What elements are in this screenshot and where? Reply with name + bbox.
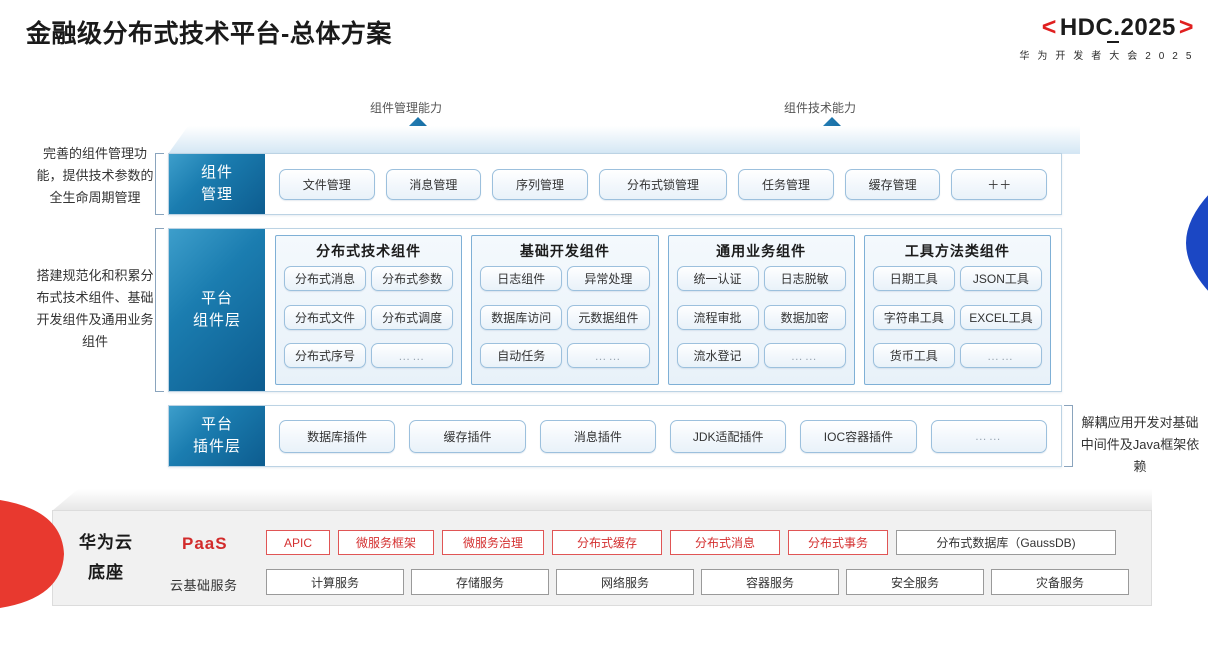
chip-component-management-2[interactable]: 序列管理: [492, 168, 588, 200]
chip-component-management-5[interactable]: 缓存管理: [844, 168, 941, 200]
layer-header-line2: 插件层: [192, 438, 241, 455]
layer-header-line2: 管理: [200, 186, 233, 203]
chip-component-management-4[interactable]: 任务管理: [738, 168, 834, 200]
side-note-left-1: 完善的组件管理功能，提供技术参数的全生命周期管理: [36, 146, 154, 205]
chip-group3-1[interactable]: JSON工具: [959, 266, 1042, 291]
cloud-service-security[interactable]: 安全服务: [846, 569, 984, 595]
chip-group1-1[interactable]: 异常处理: [567, 266, 650, 291]
logo-bracket-left-icon: <: [1041, 13, 1057, 41]
chip-group0-3[interactable]: 分布式调度: [371, 304, 454, 330]
chip-group3-3[interactable]: EXCEL工具: [959, 304, 1042, 330]
chip-group1-2[interactable]: 数据库访问: [480, 304, 563, 330]
cloud-base-title: 华为云 底座: [60, 528, 152, 588]
group-common-business: 通用业务组件 统一认证 日志脱敏 流程审批 数据加密 流水登记 ……: [667, 235, 855, 385]
brace-left-1: [155, 153, 164, 215]
side-note-left-2: 搭建规范化和积累分布式技术组件、基础开发组件及通用业务组件: [36, 268, 154, 349]
chip-plugin-5[interactable]: ……: [930, 419, 1047, 453]
cloud-service-disaster-recovery[interactable]: 灾备服务: [991, 569, 1129, 595]
chip-group2-0[interactable]: 统一认证: [676, 266, 759, 291]
chip-group2-2[interactable]: 流程审批: [676, 304, 759, 330]
layer-header-line1: 组件: [200, 164, 233, 181]
chip-component-management-3[interactable]: 分布式锁管理: [598, 168, 728, 200]
capability-label-technology: 组件技术能力: [784, 101, 857, 115]
cloud-service-label: 云基础服务: [170, 578, 238, 593]
chip-plugin-1[interactable]: 缓存插件: [409, 419, 526, 453]
chip-group0-0[interactable]: 分布式消息: [284, 266, 367, 291]
layer-body-platform-component: 分布式技术组件 分布式消息 分布式参数 分布式文件 分布式调度 分布式序号 ………: [265, 229, 1061, 391]
layer-header-component-management: 组件 管理: [169, 154, 265, 214]
group-title: 工具方法类组件: [904, 243, 1010, 259]
chip-group0-4[interactable]: 分布式序号: [284, 343, 367, 369]
group-tool-methods: 工具方法类组件 日期工具 JSON工具 字符串工具 EXCEL工具 货币工具 ……: [863, 235, 1051, 385]
blue-crescent-decoration: [1186, 195, 1208, 291]
cloud-base-title-line2: 底座: [88, 563, 124, 582]
group-title: 分布式技术组件: [316, 243, 422, 259]
chip-group2-5[interactable]: ……: [763, 343, 846, 369]
layer-header-platform-component: 平台 组件层: [169, 229, 265, 391]
chip-group0-1[interactable]: 分布式参数: [371, 266, 454, 291]
chip-group1-5[interactable]: ……: [567, 343, 650, 369]
logo-bracket-right-icon: >: [1178, 13, 1194, 41]
cloud-service-container[interactable]: 容器服务: [701, 569, 839, 595]
layer-component-management: 组件 管理 文件管理 消息管理 序列管理 分布式锁管理 任务管理 缓存管理 ＋＋: [168, 153, 1062, 215]
chip-group1-4[interactable]: 自动任务: [480, 343, 563, 369]
layer-platform-component: 平台 组件层 分布式技术组件 分布式消息 分布式参数 分布式文件 分布式调度 分…: [168, 228, 1062, 392]
logo-subtitle: 华 为 开 发 者 大 会 2 0 2 5: [1019, 50, 1194, 62]
layer-header-line1: 平台: [200, 290, 233, 307]
paas-pill-apic[interactable]: APIC: [266, 530, 330, 555]
red-wedge-decoration: [0, 500, 64, 608]
chip-group0-5[interactable]: ……: [371, 343, 454, 369]
paas-pill-distributed-transaction[interactable]: 分布式事务: [788, 530, 888, 555]
layer-body-platform-plugin: 数据库插件 缓存插件 消息插件 JDK适配插件 IOC容器插件 ……: [265, 406, 1061, 466]
layer-platform-plugin: 平台 插件层 数据库插件 缓存插件 消息插件 JDK适配插件 IOC容器插件 ……: [168, 405, 1062, 467]
chip-group2-1[interactable]: 日志脱敏: [763, 266, 846, 291]
chip-group2-4[interactable]: 流水登记: [676, 343, 759, 369]
chip-group3-5[interactable]: ……: [959, 343, 1042, 369]
chip-plugin-0[interactable]: 数据库插件: [279, 419, 396, 453]
group-title: 基础开发组件: [519, 243, 610, 259]
brace-right-1: [1064, 405, 1073, 467]
paas-pill-distributed-cache[interactable]: 分布式缓存: [552, 530, 662, 555]
page-title: 金融级分布式技术平台-总体方案: [26, 20, 392, 48]
chip-plugin-2[interactable]: 消息插件: [539, 419, 656, 453]
layer-header-line1: 平台: [200, 416, 233, 433]
group-title: 通用业务组件: [716, 243, 807, 259]
paas-pill-distributed-database[interactable]: 分布式数据库（GaussDB): [896, 530, 1116, 555]
hdc-logo: < HDC.2025 > 华 为 开 发 者 大 会 2 0 2 5: [1019, 13, 1194, 62]
chip-group1-3[interactable]: 元数据组件: [567, 304, 650, 330]
chip-component-management-0[interactable]: 文件管理: [279, 168, 375, 200]
chip-group3-2[interactable]: 字符串工具: [872, 304, 955, 330]
chip-group3-4[interactable]: 货币工具: [872, 343, 955, 369]
chip-group3-0[interactable]: 日期工具: [872, 266, 955, 291]
layer-header-platform-plugin: 平台 插件层: [169, 406, 265, 466]
chip-group2-3[interactable]: 数据加密: [763, 304, 846, 330]
brace-left-2: [155, 228, 164, 392]
cloud-service-storage[interactable]: 存储服务: [411, 569, 549, 595]
logo-text: HDC.2025: [1059, 13, 1176, 44]
chip-component-management-1[interactable]: 消息管理: [385, 168, 482, 200]
layer-header-line2: 组件层: [192, 312, 241, 329]
chip-plugin-4[interactable]: IOC容器插件: [800, 419, 917, 453]
chip-group1-0[interactable]: 日志组件: [480, 266, 563, 291]
cloud-base-title-line1: 华为云: [79, 533, 133, 552]
stack-perspective-top: [168, 126, 1080, 154]
paas-pill-microservice-framework[interactable]: 微服务框架: [338, 530, 434, 555]
cloud-base-perspective-top: [52, 489, 1152, 511]
group-basic-dev: 基础开发组件 日志组件 异常处理 数据库访问 元数据组件 自动任务 ……: [471, 235, 659, 385]
cloud-service-compute[interactable]: 计算服务: [266, 569, 404, 595]
side-note-right-1: 解耦应用开发对基础中间件及Java框架依赖: [1080, 415, 1200, 474]
chip-component-management-add[interactable]: ＋＋: [951, 168, 1048, 200]
layer-body-component-management: 文件管理 消息管理 序列管理 分布式锁管理 任务管理 缓存管理 ＋＋: [265, 154, 1061, 214]
group-distributed-tech: 分布式技术组件 分布式消息 分布式参数 分布式文件 分布式调度 分布式序号 ……: [275, 235, 463, 385]
paas-pill-microservice-governance[interactable]: 微服务治理: [442, 530, 544, 555]
chip-plugin-3[interactable]: JDK适配插件: [669, 419, 787, 453]
paas-label: PaaS: [182, 534, 228, 553]
paas-pill-distributed-message[interactable]: 分布式消息: [670, 530, 780, 555]
cloud-service-network[interactable]: 网络服务: [556, 569, 694, 595]
capability-label-management: 组件管理能力: [370, 101, 443, 115]
chip-group0-2[interactable]: 分布式文件: [284, 304, 367, 330]
